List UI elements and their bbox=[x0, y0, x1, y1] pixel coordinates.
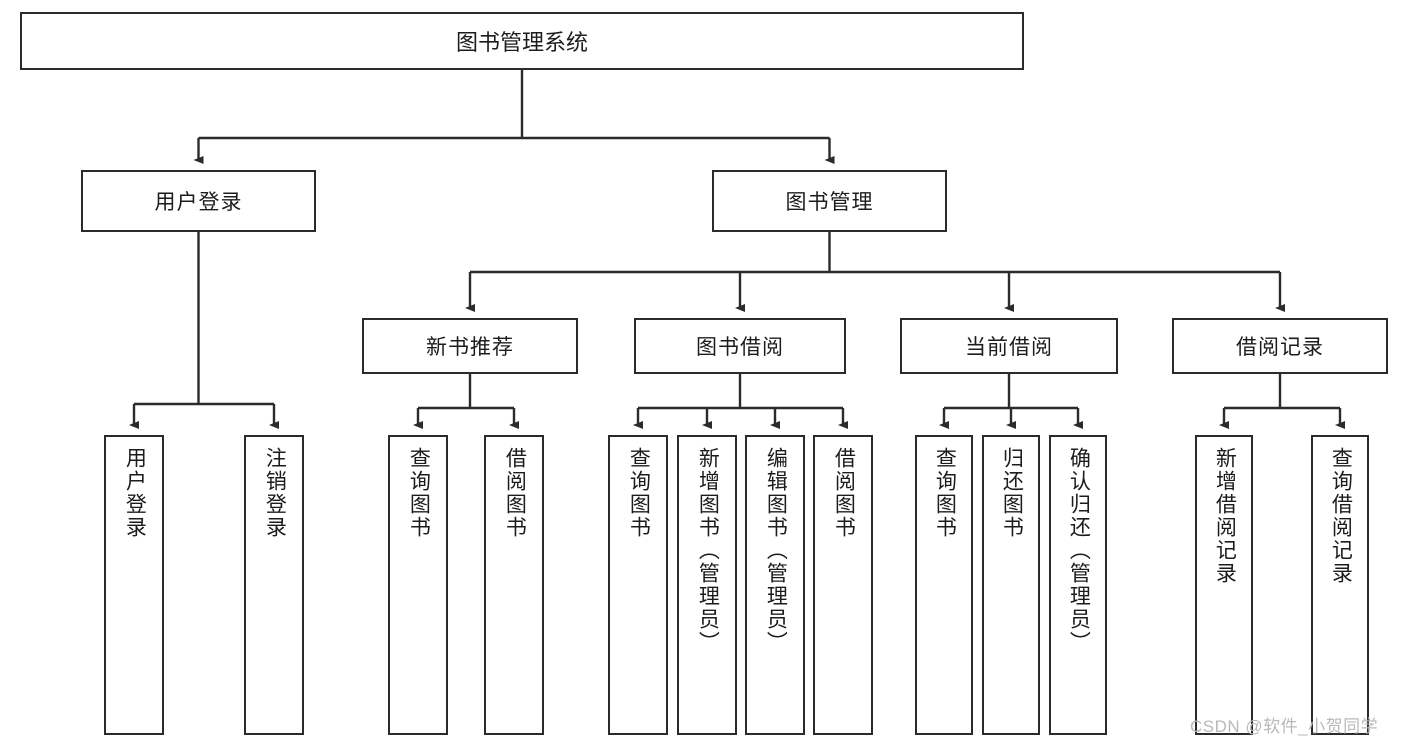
node-leaf-query-book-3-label: 查询图书 bbox=[933, 447, 957, 539]
node-leaf-borrow-book-2-label: 借阅图书 bbox=[832, 447, 856, 539]
node-borrow-record-label: 借阅记录 bbox=[1236, 336, 1324, 359]
node-leaf-query-book-1[interactable]: 查询图书 bbox=[388, 435, 448, 735]
node-leaf-add-record[interactable]: 新增借阅记录 bbox=[1195, 435, 1253, 735]
node-leaf-return-book-label: 归还图书 bbox=[1000, 447, 1024, 539]
node-borrow-record[interactable]: 借阅记录 bbox=[1172, 318, 1388, 374]
node-leaf-user-login[interactable]: 用户登录 bbox=[104, 435, 164, 735]
node-leaf-edit-book-label: 编辑图书（管理员） bbox=[764, 447, 788, 654]
node-leaf-user-login-label: 用户登录 bbox=[123, 447, 147, 539]
node-leaf-query-book-2-label: 查询图书 bbox=[627, 447, 651, 539]
node-user-login[interactable]: 用户登录 bbox=[81, 170, 316, 232]
node-leaf-query-record-label: 查询借阅记录 bbox=[1329, 447, 1353, 585]
node-leaf-user-logout[interactable]: 注销登录 bbox=[244, 435, 304, 735]
node-leaf-user-logout-label: 注销登录 bbox=[263, 447, 287, 539]
node-leaf-query-record[interactable]: 查询借阅记录 bbox=[1311, 435, 1369, 735]
node-leaf-query-book-2[interactable]: 查询图书 bbox=[608, 435, 668, 735]
node-book-borrow-label: 图书借阅 bbox=[696, 336, 784, 359]
node-leaf-return-book[interactable]: 归还图书 bbox=[982, 435, 1040, 735]
node-leaf-borrow-book-1[interactable]: 借阅图书 bbox=[484, 435, 544, 735]
node-new-book-rec[interactable]: 新书推荐 bbox=[362, 318, 578, 374]
node-book-manage-label: 图书管理 bbox=[785, 191, 874, 214]
node-leaf-confirm-return[interactable]: 确认归还（管理员） bbox=[1049, 435, 1107, 735]
csdn-watermark: CSDN @软件_小贺同学 bbox=[1190, 717, 1379, 736]
node-leaf-confirm-return-label: 确认归还（管理员） bbox=[1067, 447, 1091, 654]
node-leaf-borrow-book-1-label: 借阅图书 bbox=[503, 447, 527, 539]
node-leaf-query-book-1-label: 查询图书 bbox=[407, 447, 431, 539]
node-leaf-borrow-book-2[interactable]: 借阅图书 bbox=[813, 435, 873, 735]
node-book-manage[interactable]: 图书管理 bbox=[712, 170, 947, 232]
node-leaf-query-book-3[interactable]: 查询图书 bbox=[915, 435, 973, 735]
node-root-label: 图书管理系统 bbox=[455, 30, 588, 55]
node-leaf-add-book[interactable]: 新增图书（管理员） bbox=[677, 435, 737, 735]
node-root[interactable]: 图书管理系统 bbox=[20, 12, 1024, 70]
node-book-borrow[interactable]: 图书借阅 bbox=[634, 318, 846, 374]
node-user-login-label: 用户登录 bbox=[154, 191, 243, 214]
node-leaf-edit-book[interactable]: 编辑图书（管理员） bbox=[745, 435, 805, 735]
node-current-borrow-label: 当前借阅 bbox=[965, 336, 1053, 359]
node-leaf-add-book-label: 新增图书（管理员） bbox=[696, 447, 720, 654]
node-leaf-add-record-label: 新增借阅记录 bbox=[1213, 447, 1237, 585]
node-new-book-rec-label: 新书推荐 bbox=[426, 336, 514, 359]
node-current-borrow[interactable]: 当前借阅 bbox=[900, 318, 1118, 374]
